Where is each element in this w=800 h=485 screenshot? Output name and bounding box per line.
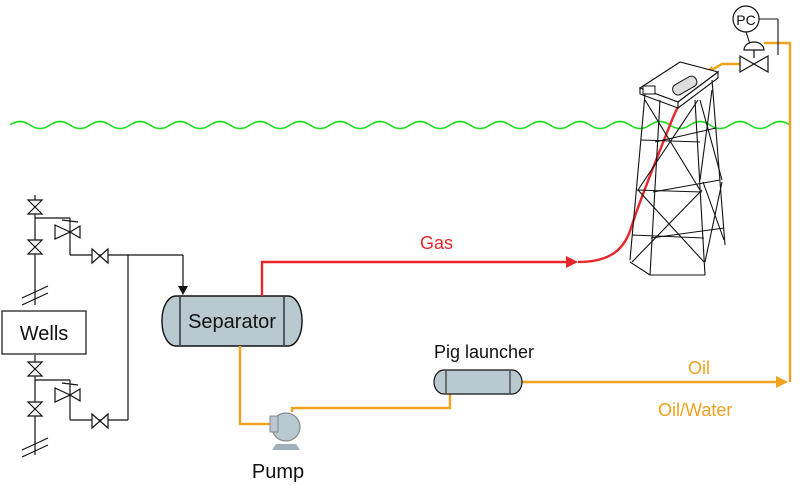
pipe-break-symbols [21, 285, 49, 458]
pump-label: Pump [252, 461, 304, 483]
control-valve [739, 41, 769, 74]
oil-label: Oil [688, 358, 710, 378]
oil-arrow [776, 376, 788, 388]
pig-launcher-label: Pig launcher [434, 342, 534, 362]
choke-valve-upper [54, 219, 81, 240]
oil-line-separator-to-pump [238, 346, 275, 426]
gas-arrow [566, 256, 578, 268]
deck-module [642, 85, 656, 95]
oil-riser-to-platform [764, 41, 792, 382]
oil-water-label: Oil/Water [658, 400, 732, 420]
separator-vessel [161, 295, 303, 347]
choke-valve-lower [54, 382, 81, 403]
well-valves-lower [26, 361, 109, 430]
gas-line [260, 260, 570, 296]
pressure-controller-label: PC [736, 12, 755, 28]
separator-label: Separator [188, 311, 276, 333]
pump [269, 412, 301, 450]
wells-label: Wells [20, 323, 69, 345]
gas-label: Gas [420, 233, 453, 253]
pig-launcher-vessel [433, 369, 523, 395]
manifold-arrow [178, 286, 188, 295]
wells-box [1, 310, 87, 355]
oil-line-pump-to-launcher [290, 392, 452, 412]
water-surface-line [9, 120, 791, 130]
well-valves-upper [26, 199, 109, 265]
deck-cylinder [672, 75, 698, 96]
